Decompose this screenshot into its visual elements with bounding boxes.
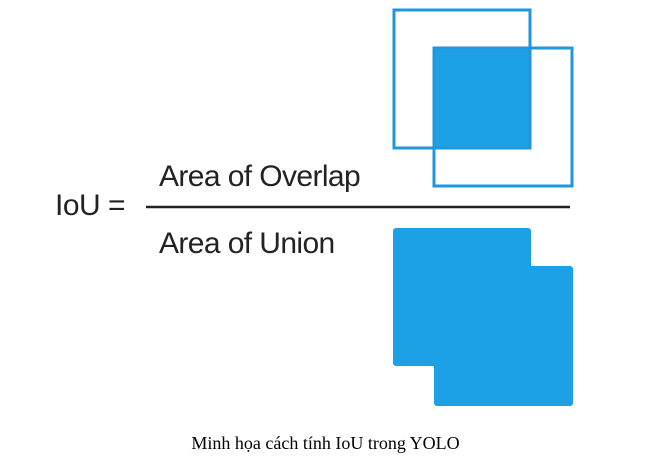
- figure-caption: Minh họa cách tính IoU trong YOLO: [191, 433, 460, 453]
- overlap-illustration: [392, 8, 574, 188]
- iou-label: IoU =: [55, 189, 126, 222]
- iou-diagram: [146, 8, 574, 406]
- overlap-region: [434, 48, 530, 148]
- union-box-b: [434, 266, 573, 406]
- union-illustration: [393, 228, 573, 406]
- denominator-label: Area of Union: [159, 227, 335, 260]
- numerator-label: Area of Overlap: [159, 160, 361, 193]
- overlap-box-a: [392, 8, 532, 150]
- overlap-box-b: [432, 46, 574, 188]
